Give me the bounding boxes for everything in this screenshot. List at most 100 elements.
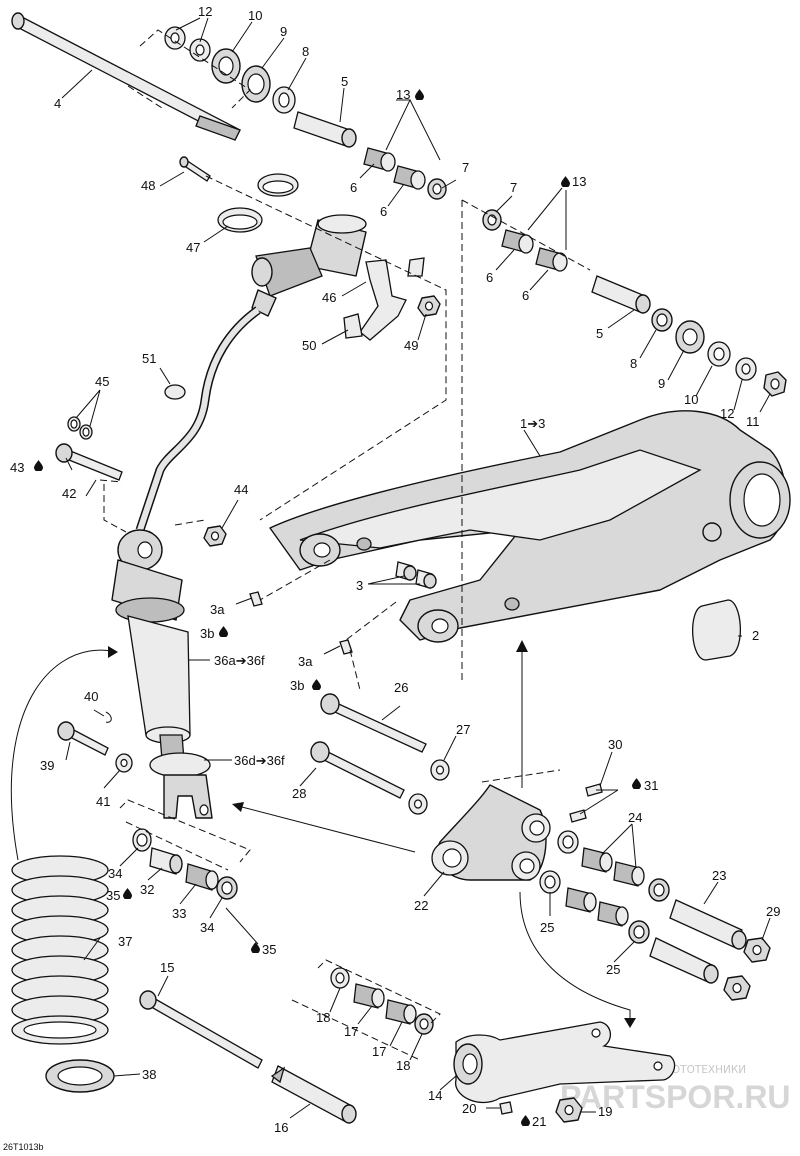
callout-41: 41 [96,794,110,809]
callout-5: 5 [596,326,603,341]
callout-29: 29 [766,904,780,919]
callout-23: 23 [712,868,726,883]
callout-44: 44 [234,482,248,497]
callout-18: 18 [396,1058,410,1073]
callout-9: 9 [280,24,287,39]
grease-drop-icon [632,778,641,789]
callout-18: 18 [316,1010,330,1025]
bolts-part-26-28 [310,693,427,799]
cap-part-51 [164,384,186,400]
grease-fittings-part-3a [249,591,353,655]
grease-drop-icon [561,176,570,187]
washer-part-41 [115,753,133,773]
callout-3a: 3a [210,602,225,617]
callout-35: 35 [262,942,276,957]
callout-17: 17 [344,1024,358,1039]
callout-8: 8 [302,44,309,59]
sleeve-part-16 [270,1065,357,1124]
callout-39: 39 [40,758,54,773]
shock-absorber [111,529,213,819]
grease-fitting-part-20 [499,1101,513,1115]
grease-drop-icon [415,89,424,100]
nut-part-49 [417,295,441,317]
sleeves-part-23 [649,899,747,984]
callout-51: 51 [142,351,156,366]
callout-36a-36f: 36a➔36f [214,653,265,668]
callout-7: 7 [462,160,469,175]
callout-50: 50 [302,338,316,353]
callout-14: 14 [428,1088,442,1103]
upper-washer-set [164,26,296,114]
nuts-part-29 [723,937,771,1001]
bolt-part-48 [179,156,211,182]
callout-19: 19 [598,1104,612,1119]
callout-47: 47 [186,240,200,255]
callout-22: 22 [414,898,428,913]
reservoir [251,214,367,317]
callout-11: 11 [746,414,760,429]
grease-drop-icon [251,942,260,953]
callout-3b: 3b [290,678,304,693]
callout-21: 21 [532,1114,546,1129]
callout-43: 43 [10,460,24,475]
clamps-part-47 [217,173,299,233]
orings-part-45 [67,416,93,440]
callout-20: 20 [462,1101,476,1116]
long-axle-part-4 [11,12,241,141]
grease-drop-icon [219,626,228,637]
callout-10: 10 [248,8,262,23]
bolt-part-39 [57,721,109,756]
callout-30: 30 [608,737,622,752]
callout-36d-36f: 36d➔36f [234,753,285,768]
callout-7: 7 [510,180,517,195]
callout-2: 2 [752,628,759,643]
callout-3b: 3b [200,626,214,641]
callout-45: 45 [95,374,109,389]
upper-needle-bearings [363,147,447,200]
callout-9: 9 [658,376,665,391]
spring-seat-part-38 [45,1059,115,1093]
callout-6: 6 [350,180,357,195]
cap-part-2 [691,599,741,661]
callout-8: 8 [630,356,637,371]
link-bearings-part-17-18 [330,967,434,1035]
callout-1-to-3: 1➔3 [520,416,545,431]
callout-13: 13 [572,174,586,189]
callout-3: 3 [356,578,363,593]
callout-6: 6 [486,270,493,285]
callout-35: 35 [106,888,120,903]
nut-part-44 [203,525,227,547]
callout-16: 16 [274,1120,288,1135]
callout-32: 32 [140,882,154,897]
rocker-part-22 [431,784,551,881]
callout-6: 6 [522,288,529,303]
bracket-part-46 [343,257,425,341]
callout-12: 12 [198,4,212,19]
bolt-part-42 [55,443,123,481]
callout-49: 49 [404,338,418,353]
grease-drop-icon [34,460,43,471]
drawing-reference: 26T1013b [3,1142,44,1152]
assembly-arrows [10,640,636,1028]
callout-25: 25 [540,920,554,935]
callout-24: 24 [628,810,642,825]
callout-3a: 3a [298,654,313,669]
callout-37: 37 [118,934,132,949]
assembly-dashed-lines [99,29,591,1061]
callout-40: 40 [84,689,98,704]
right-pivot-hardware [482,209,787,397]
callout-12: 12 [720,406,734,421]
spring-part-37 [11,855,109,1045]
grease-drop-icon [312,679,321,690]
grease-drop-icon [123,888,132,899]
callout-34: 34 [200,920,214,935]
rocker-bearings-part-24 [539,830,670,944]
callout-33: 33 [172,906,186,921]
shock-lower-bushings [132,828,238,900]
watermark-logo: PARTSPOR.RU [560,1079,791,1115]
washers-part-27 [408,759,450,815]
callout-46: 46 [322,290,336,305]
callout-15: 15 [160,960,174,975]
callout-28: 28 [292,786,306,801]
